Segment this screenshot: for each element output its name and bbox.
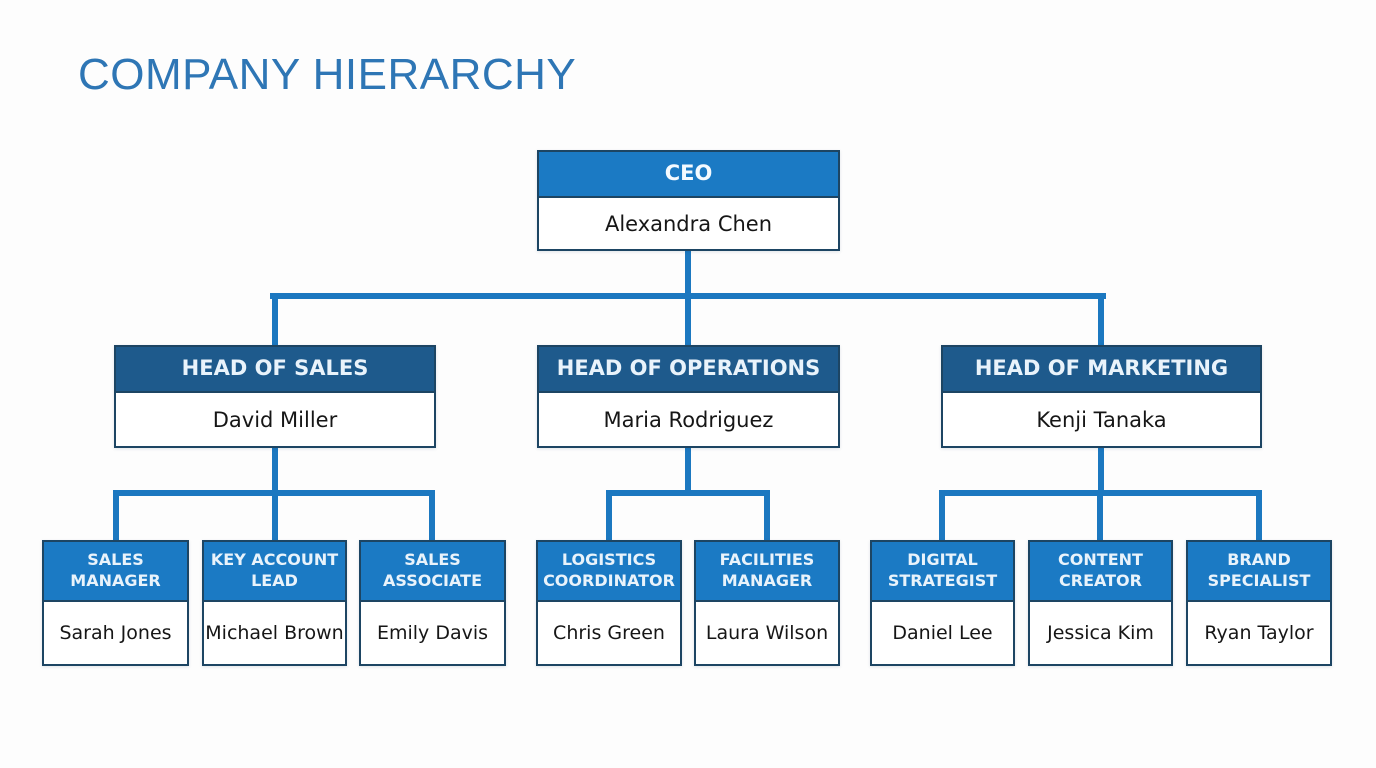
org-node-head-of-operations: HEAD OF OPERATIONS Maria Rodriguez bbox=[537, 345, 840, 448]
node-name: Jessica Kim bbox=[1030, 602, 1171, 664]
org-node-head-of-sales: HEAD OF SALES David Miller bbox=[114, 345, 436, 448]
page-title: COMPANY HIERARCHY bbox=[78, 50, 577, 99]
org-node-sales-associate: SALES ASSOCIATE Emily Davis bbox=[359, 540, 506, 666]
org-node-ceo: CEO Alexandra Chen bbox=[537, 150, 840, 251]
node-name: Laura Wilson bbox=[696, 602, 838, 664]
node-title: HEAD OF MARKETING bbox=[943, 347, 1260, 393]
org-node-key-account-lead: KEY ACCOUNT LEAD Michael Brown bbox=[202, 540, 347, 666]
node-title: CEO bbox=[539, 152, 838, 198]
org-node-digital-strategist: DIGITAL STRATEGIST Daniel Lee bbox=[870, 540, 1015, 666]
node-title: HEAD OF SALES bbox=[116, 347, 434, 393]
node-name: Michael Brown bbox=[204, 602, 345, 664]
node-name: Alexandra Chen bbox=[539, 198, 838, 249]
node-title: CONTENT CREATOR bbox=[1030, 542, 1171, 602]
org-node-logistics-coordinator: LOGISTICS COORDINATOR Chris Green bbox=[536, 540, 682, 666]
node-name: Emily Davis bbox=[361, 602, 504, 664]
node-title: LOGISTICS COORDINATOR bbox=[538, 542, 680, 602]
org-node-head-of-marketing: HEAD OF MARKETING Kenji Tanaka bbox=[941, 345, 1262, 448]
node-name: Ryan Taylor bbox=[1188, 602, 1330, 664]
connector-level-2-operations bbox=[606, 448, 770, 540]
node-name: Chris Green bbox=[538, 602, 680, 664]
node-title: DIGITAL STRATEGIST bbox=[872, 542, 1013, 602]
org-node-facilities-manager: FACILITIES MANAGER Laura Wilson bbox=[694, 540, 840, 666]
connector-level-1 bbox=[270, 251, 1106, 345]
org-node-brand-specialist: BRAND SPECIALIST Ryan Taylor bbox=[1186, 540, 1332, 666]
node-name: David Miller bbox=[116, 393, 434, 446]
node-title: SALES ASSOCIATE bbox=[361, 542, 504, 602]
node-title: SALES MANAGER bbox=[44, 542, 187, 602]
node-name: Kenji Tanaka bbox=[943, 393, 1260, 446]
connector-level-2-marketing bbox=[939, 448, 1262, 540]
node-title: KEY ACCOUNT LEAD bbox=[204, 542, 345, 602]
org-node-sales-manager: SALES MANAGER Sarah Jones bbox=[42, 540, 189, 666]
node-title: BRAND SPECIALIST bbox=[1188, 542, 1330, 602]
node-name: Sarah Jones bbox=[44, 602, 187, 664]
org-node-content-creator: CONTENT CREATOR Jessica Kim bbox=[1028, 540, 1173, 666]
node-title: HEAD OF OPERATIONS bbox=[539, 347, 838, 393]
node-name: Daniel Lee bbox=[872, 602, 1013, 664]
connector-level-2-sales bbox=[113, 448, 435, 540]
node-title: FACILITIES MANAGER bbox=[696, 542, 838, 602]
node-name: Maria Rodriguez bbox=[539, 393, 838, 446]
